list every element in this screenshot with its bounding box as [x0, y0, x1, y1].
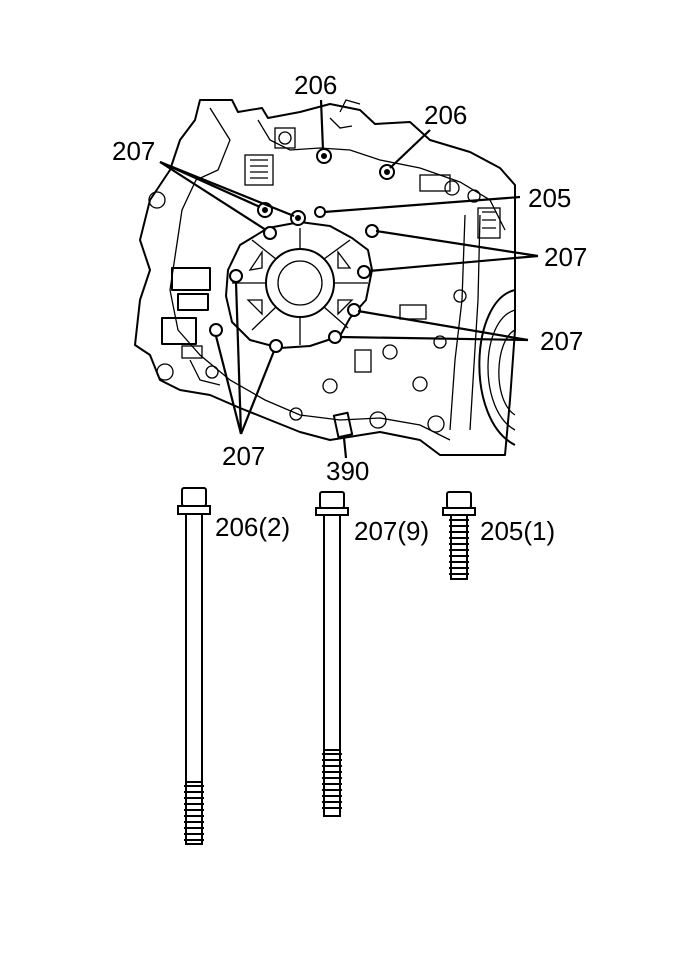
leader-lines — [159, 99, 539, 459]
callout-390: 390 — [326, 456, 369, 486]
callout-207-upper-left: 207 — [112, 136, 155, 166]
callout-206-upper-right: 206 — [424, 100, 467, 130]
callout-206-top: 206 — [294, 70, 337, 100]
bolt-206-threads — [184, 785, 204, 841]
bolt-207-label: 207(9) — [354, 516, 429, 546]
callout-207-right-upper: 207 — [544, 242, 587, 272]
bolt-locations — [209, 148, 395, 353]
callout-205: 205 — [528, 183, 571, 213]
bolt-205-label: 205(1) — [480, 516, 555, 546]
part-390 — [332, 411, 354, 439]
transmission-case-illustration — [134, 99, 516, 456]
bolt-206 — [177, 487, 211, 845]
bolt-205-threads — [449, 519, 469, 575]
bolt-207-threads — [322, 753, 342, 809]
bolt-206-label: 206(2) — [215, 512, 290, 542]
bolt-205 — [442, 491, 476, 580]
bolt-207 — [315, 491, 349, 817]
callout-207-right-lower: 207 — [540, 326, 583, 356]
callout-207-bottom: 207 — [222, 441, 265, 471]
